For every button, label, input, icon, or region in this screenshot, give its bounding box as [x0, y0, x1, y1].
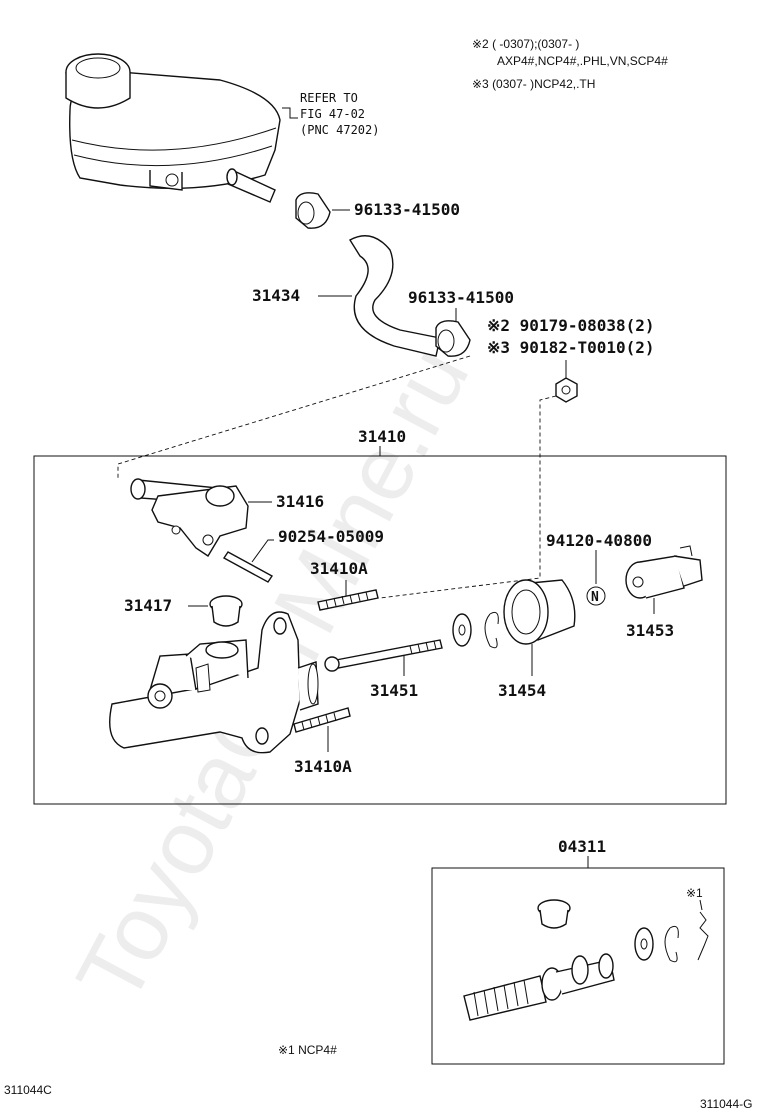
hose-clip-upper — [295, 192, 331, 229]
label-kit: 04311 — [558, 837, 606, 856]
label-stud-lower: 31410A — [294, 757, 352, 776]
push-rod-clevis — [625, 545, 703, 599]
dust-boot — [503, 579, 576, 645]
stud-bolt-lower — [293, 707, 351, 733]
label-clip-upper: 96133-41500 — [354, 200, 460, 219]
code-left: 311044C — [4, 1083, 52, 1097]
kit-washer — [634, 927, 654, 961]
label-push-rod: 31451 — [370, 681, 418, 700]
kit-plug — [537, 899, 571, 929]
dashed-guide-hose — [117, 355, 471, 480]
dashed-guide-nut — [379, 395, 557, 599]
reservoir-plug — [209, 595, 243, 627]
label-kit-note: ※1 — [686, 886, 703, 900]
snap-ring — [484, 611, 499, 649]
label-plug: 31417 — [124, 596, 172, 615]
note-3: ※3 (0307- )NCP42,.TH — [472, 77, 595, 91]
kit-snap-ring — [664, 925, 679, 963]
label-boot: 31454 — [498, 681, 546, 700]
reference-line3: (PNC 47202) — [300, 123, 379, 137]
code-right: 311044-G — [700, 1097, 752, 1111]
note-2-line1: ※2 ( -0307);(0307- ) — [472, 37, 579, 51]
push-rod — [324, 639, 443, 672]
label-pin: 90254-05009 — [278, 527, 384, 546]
label-stud-upper: 31410A — [310, 559, 368, 578]
label-clevis: 31453 — [626, 621, 674, 640]
label-assembly: 31410 — [358, 427, 406, 446]
washer — [452, 613, 472, 647]
label-hose: 31434 — [252, 286, 300, 305]
assembly-box — [33, 455, 727, 805]
label-inlet: 31416 — [276, 492, 324, 511]
stud-bolt-upper — [317, 589, 379, 611]
label-clip-lower: 96133-41500 — [408, 288, 514, 307]
master-cylinder-body — [109, 611, 319, 754]
reference-line1: REFER TO — [300, 91, 358, 105]
n-mark: N — [591, 590, 599, 605]
kit-clip — [697, 911, 709, 961]
label-nut-3: ※3 90182-T0010(2) — [487, 338, 655, 357]
mounting-nut — [555, 377, 578, 403]
reservoir-tank — [65, 53, 281, 203]
reference-leader — [282, 107, 298, 119]
reservoir-hose — [349, 235, 441, 357]
hose-clip-lower — [435, 320, 471, 357]
retaining-pin — [222, 551, 274, 583]
note-1: ※1 NCP4# — [278, 1043, 337, 1057]
kit-piston-spring — [463, 953, 615, 1021]
repair-kit-box — [431, 867, 725, 1065]
reference-line2: FIG 47-02 — [300, 107, 365, 121]
inlet-union — [130, 478, 249, 557]
label-nut-n: 94120-40800 — [546, 531, 652, 550]
label-nut-2: ※2 90179-08038(2) — [487, 316, 655, 335]
nut-n-marker: N — [586, 586, 606, 606]
note-2-line2: AXP4#,NCP4#,.PHL,VN,SCP4# — [497, 54, 668, 68]
